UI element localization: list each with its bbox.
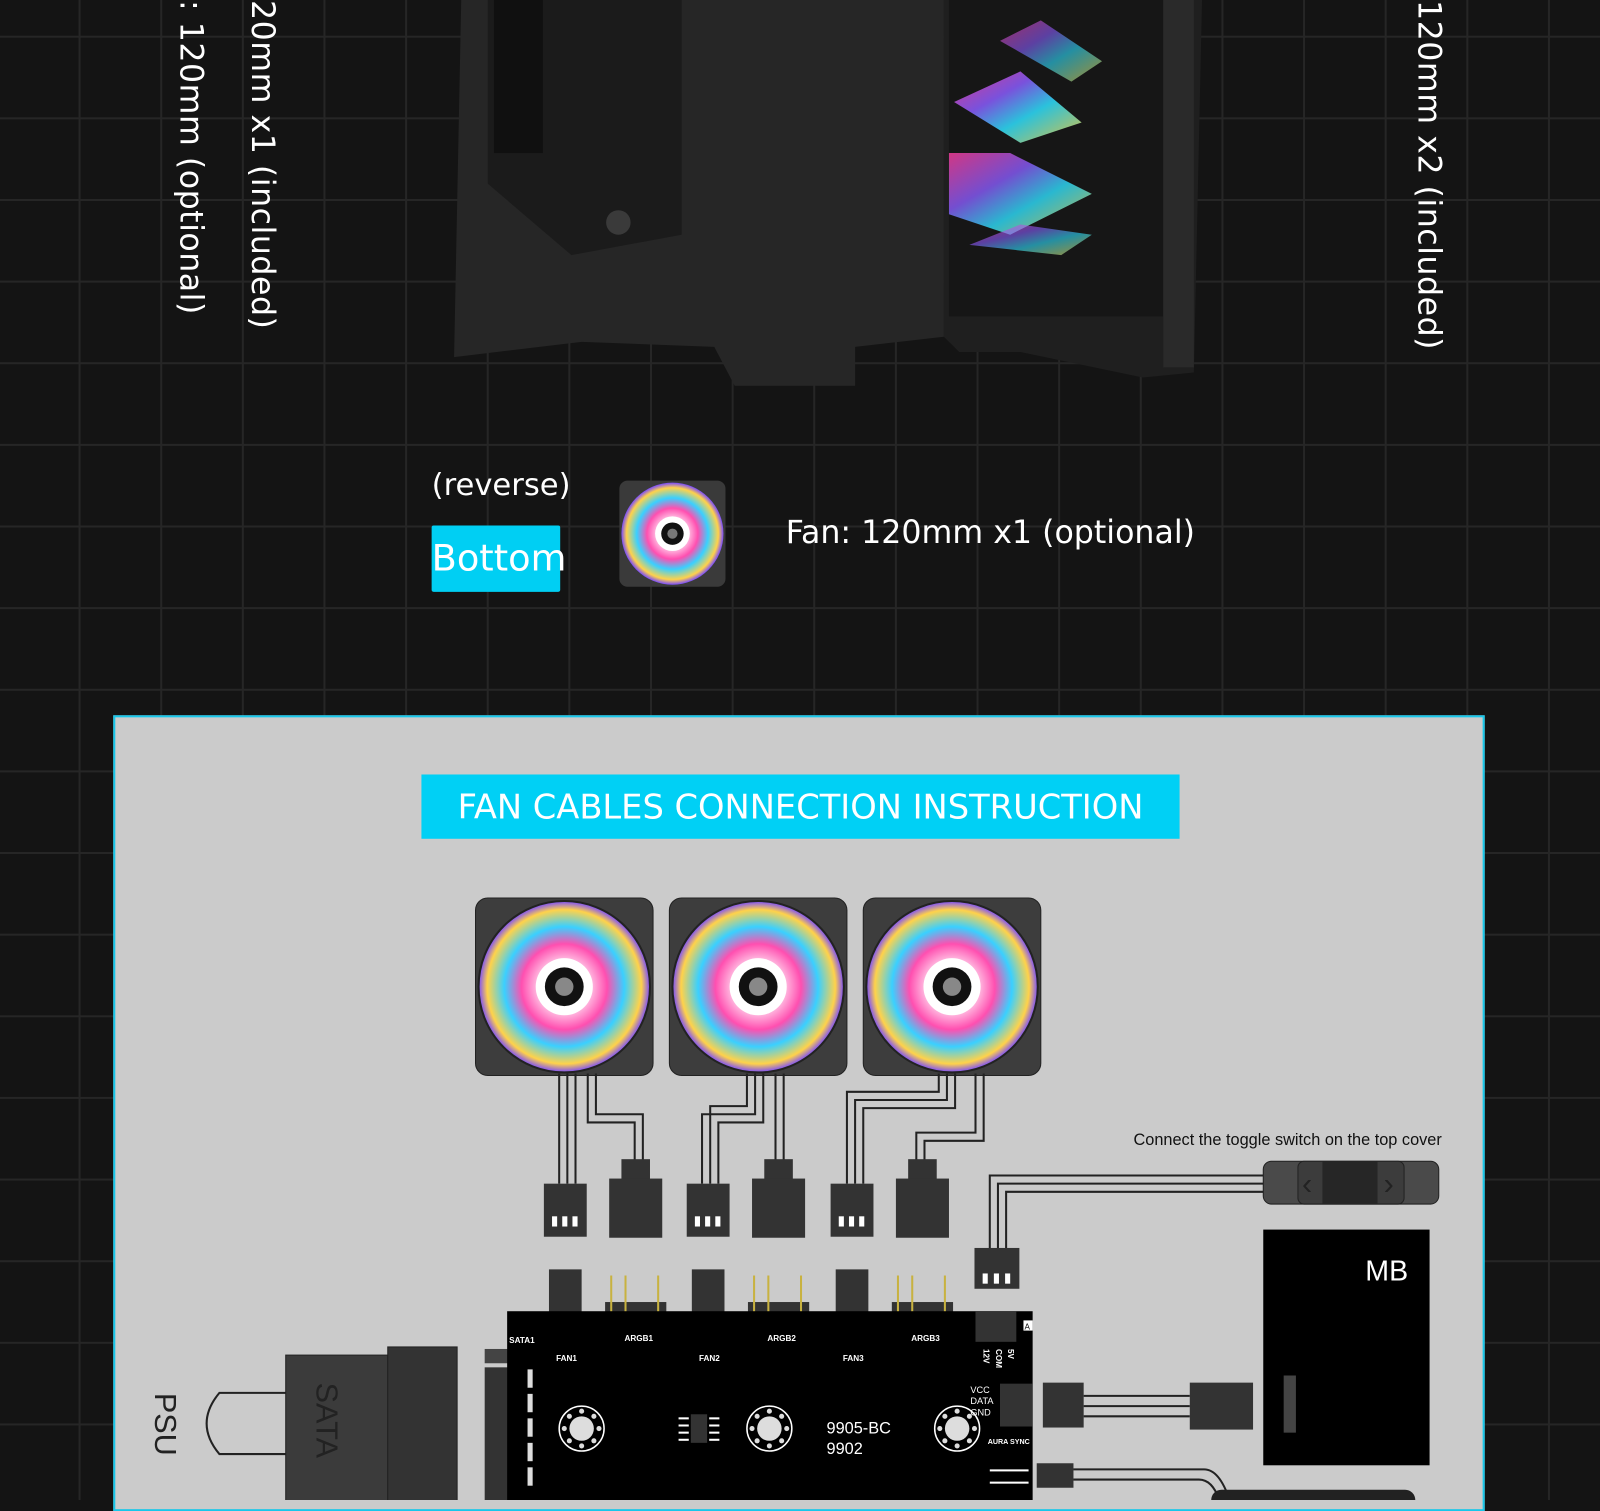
case-vent	[493, 0, 543, 154]
model-line2: 9902	[827, 1440, 863, 1458]
pin-12v-label: 12V	[982, 1349, 991, 1364]
mb-label: MB	[1365, 1256, 1408, 1288]
bottom-fan-spec: Fan: 120mm x1 (optional)	[785, 514, 1195, 552]
mount-hole	[933, 1405, 981, 1452]
argb1-label: ARGB1	[624, 1334, 653, 1343]
rgb-fan-2	[668, 897, 848, 1077]
pcb-components	[527, 1311, 1033, 1486]
argb-plug	[895, 1159, 949, 1238]
mount-hole	[558, 1405, 605, 1452]
chevron-right-icon: ›	[1384, 1167, 1394, 1201]
argb-cable-plug	[1042, 1382, 1084, 1428]
rgb-fan-1	[474, 897, 654, 1077]
mb-argb-plug	[1189, 1382, 1254, 1430]
pcb-labels: SATA1 FAN1 FAN2 FAN3 ARGB1 ARGB2 ARGB3 9…	[509, 1320, 1033, 1458]
pc-case-image	[454, 0, 1203, 386]
gnd-label: GND	[970, 1407, 991, 1417]
psu-label: PSU	[148, 1393, 182, 1456]
data-label: DATA	[970, 1396, 994, 1406]
fan-cables	[205, 1073, 1266, 1500]
bottom-badge: Bottom	[431, 525, 566, 592]
chip	[690, 1414, 708, 1443]
mount-hole	[746, 1405, 793, 1452]
fan2-label: FAN2	[699, 1354, 720, 1363]
sata1-label: SATA1	[509, 1336, 535, 1345]
toggle-plug	[974, 1247, 1020, 1289]
fans	[474, 897, 1042, 1077]
vcc-label: VCC	[970, 1385, 990, 1395]
pin-5v-label: 5V	[1006, 1349, 1015, 1360]
model-line1: 9905-BC	[827, 1420, 892, 1438]
fan-3pin-plug	[686, 1183, 730, 1237]
argb-plug	[752, 1159, 806, 1238]
toggle-note: Connect the toggle switch on the top cov…	[1133, 1131, 1442, 1149]
fan-connectors	[543, 1159, 1020, 1327]
instruction-title: FAN CABLES CONNECTION INSTRUCTION	[421, 774, 1180, 839]
argb-plug	[609, 1159, 663, 1238]
toggle-header	[975, 1311, 1017, 1342]
chevron-left-icon: ‹	[1302, 1167, 1312, 1201]
case-logo	[606, 210, 631, 235]
fan1-label: FAN1	[556, 1354, 577, 1363]
fan-3pin-plug	[830, 1183, 874, 1237]
argb3-label: ARGB3	[911, 1334, 940, 1343]
fan3-label: FAN3	[843, 1354, 864, 1363]
rgb-fan-3	[862, 897, 1042, 1077]
fan-3pin-plug	[543, 1183, 587, 1237]
fan-icon	[619, 480, 726, 587]
sata-label: SATA	[309, 1383, 343, 1459]
argb2-label: ARGB2	[767, 1334, 796, 1343]
pin-com-label: COM	[994, 1349, 1003, 1368]
aura-header	[999, 1383, 1033, 1427]
reverse-label: (reverse)	[431, 467, 571, 504]
corner-label: A	[1024, 1323, 1030, 1332]
toggle-switch: ‹ ›	[1262, 1160, 1440, 1205]
rgb-fan-glow	[954, 71, 1082, 143]
aura-sync-label: AURA SYNC	[988, 1438, 1030, 1446]
